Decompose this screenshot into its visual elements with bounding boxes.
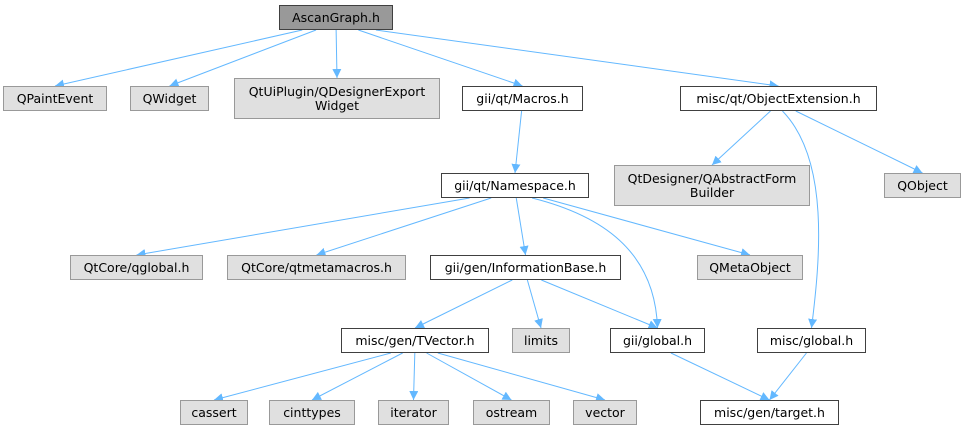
edge-objectextension-to-qabstractformbuilder [711,110,771,166]
edge-giiglobal-to-target [670,352,770,401]
edge-tvector-to-vector [437,352,606,402]
edge-tvector-to-cinttypes [311,352,403,401]
edge-ascangraph-to-macros [358,29,523,88]
node-qdesignerexport: QtUiPlugin/QDesignerExport Widget [234,78,440,119]
edge-ascangraph-to-qwidget [169,29,317,87]
node-qtmetamacros: QtCore/qtmetamacros.h [227,255,406,280]
edge-informationbase-to-limits [526,279,543,329]
edge-ascangraph-to-objectextension [375,29,779,90]
node-objectextension[interactable]: misc/qt/ObjectExtension.h [680,86,877,111]
node-qglobal: QtCore/qglobal.h [70,255,203,280]
edge-objectextension-to-qobject [795,110,923,174]
edge-namespace-to-qmetaobject [543,197,751,257]
node-iterator: iterator [378,400,449,425]
node-ascangraph[interactable]: AscanGraph.h [279,5,393,30]
node-cinttypes: cinttypes [269,400,355,425]
node-cassert: cassert [180,400,248,425]
node-target[interactable]: misc/gen/target.h [700,400,839,425]
edge-namespace-to-informationbase [515,197,529,256]
node-informationbase[interactable]: gii/gen/InformationBase.h [430,255,621,280]
node-qmetaobject: QMetaObject [697,255,803,280]
edge-miscglobal-to-target [769,352,807,401]
edge-tvector-to-ostream [426,352,512,401]
node-vector: vector [573,400,637,425]
node-limits: limits [512,328,570,353]
edge-informationbase-to-giiglobal [541,279,658,329]
edge-ascangraph-to-qpaintevent [54,29,303,89]
node-giiglobal[interactable]: gii/global.h [610,328,705,353]
edge-ascangraph-to-qdesignerexport [332,29,342,79]
edge-objectextension-to-miscglobal [782,110,820,329]
node-qobject: QObject [884,173,961,198]
edge-namespace-to-qglobal [136,197,470,258]
node-qpaintevent: QPaintEvent [3,86,107,111]
edge-namespace-to-qtmetamacros [316,197,492,257]
edge-macros-to-namespace [511,110,523,174]
node-qabstractformbuilder: QtDesigner/QAbstractForm Builder [614,165,810,206]
edge-tvector-to-iterator [409,352,419,401]
node-macros[interactable]: gii/qt/Macros.h [462,86,583,111]
edge-informationbase-to-tvector [414,279,513,329]
node-miscglobal[interactable]: misc/global.h [757,328,866,353]
node-ostream: ostream [473,400,550,425]
node-namespace[interactable]: gii/qt/Namespace.h [441,173,589,198]
node-tvector[interactable]: misc/gen/TVector.h [341,328,489,353]
edge-namespace-to-giiglobal [531,197,662,329]
edge-tvector-to-cassert [213,352,392,403]
node-qwidget: QWidget [130,86,209,111]
